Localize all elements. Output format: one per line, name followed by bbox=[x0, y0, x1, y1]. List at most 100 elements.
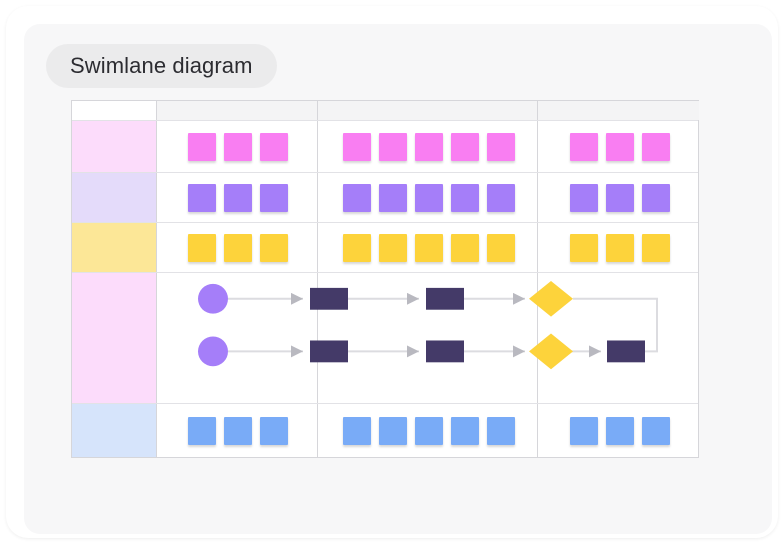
swatch-group bbox=[538, 416, 699, 445]
swatch[interactable] bbox=[641, 132, 670, 161]
diagram-panel: Swimlane diagram bbox=[24, 24, 772, 534]
page-title: Swimlane diagram bbox=[70, 53, 253, 78]
header-column-2 bbox=[318, 101, 538, 120]
swatch[interactable] bbox=[188, 416, 216, 445]
header-column-3 bbox=[538, 101, 699, 120]
lane-label-pink-top[interactable] bbox=[72, 121, 157, 172]
table-row bbox=[72, 223, 698, 273]
header-label-cell bbox=[72, 101, 157, 120]
swatch[interactable] bbox=[224, 233, 252, 262]
swatch[interactable] bbox=[378, 416, 407, 445]
lane-cell-blue-3[interactable] bbox=[538, 404, 699, 457]
start-node-top[interactable] bbox=[198, 283, 228, 314]
swatch[interactable] bbox=[260, 132, 288, 161]
swatch-group bbox=[538, 132, 699, 161]
lane-cell-pink-top-2[interactable] bbox=[318, 121, 538, 172]
swatch[interactable] bbox=[605, 233, 634, 262]
table-header-row bbox=[72, 101, 699, 121]
swatch[interactable] bbox=[569, 132, 598, 161]
swatch[interactable] bbox=[641, 183, 670, 212]
flowchart-svg bbox=[198, 280, 658, 370]
swatch[interactable] bbox=[605, 132, 634, 161]
swatch[interactable] bbox=[641, 233, 670, 262]
lane-cell-yellow-3[interactable] bbox=[538, 223, 699, 272]
swatch[interactable] bbox=[224, 132, 252, 161]
lane-label-pink-flow[interactable] bbox=[72, 273, 157, 403]
decision-node-bottom[interactable] bbox=[529, 333, 573, 370]
swatch-group bbox=[157, 416, 317, 445]
swatch-group bbox=[157, 183, 317, 212]
lane-cell-pink-top-1[interactable] bbox=[157, 121, 318, 172]
flowchart-cell[interactable] bbox=[157, 273, 699, 403]
swatch[interactable] bbox=[486, 183, 515, 212]
swatch[interactable] bbox=[378, 132, 407, 161]
swatch[interactable] bbox=[260, 233, 288, 262]
swatch[interactable] bbox=[188, 132, 216, 161]
swatch-group bbox=[157, 132, 317, 161]
lane-label-blue[interactable] bbox=[72, 404, 157, 457]
swatch[interactable] bbox=[414, 233, 443, 262]
lane-label-yellow[interactable] bbox=[72, 223, 157, 272]
lane-cell-lavender-3[interactable] bbox=[538, 173, 699, 222]
lane-cell-blue-1[interactable] bbox=[157, 404, 318, 457]
end-node-bottom[interactable] bbox=[607, 340, 645, 363]
swatch[interactable] bbox=[188, 233, 216, 262]
swatch[interactable] bbox=[378, 233, 407, 262]
swatch[interactable] bbox=[641, 416, 670, 445]
swatch[interactable] bbox=[569, 233, 598, 262]
swatch[interactable] bbox=[378, 183, 407, 212]
lane-cell-yellow-1[interactable] bbox=[157, 223, 318, 272]
table-row bbox=[72, 121, 698, 173]
swatch[interactable] bbox=[342, 416, 371, 445]
swatch[interactable] bbox=[569, 183, 598, 212]
process-node-2-top[interactable] bbox=[426, 287, 464, 310]
process-node-1-bottom[interactable] bbox=[310, 340, 348, 363]
lane-cell-pink-top-3[interactable] bbox=[538, 121, 699, 172]
table-row bbox=[72, 173, 698, 223]
table-row-flow bbox=[72, 273, 698, 404]
swatch[interactable] bbox=[260, 183, 288, 212]
lane-cell-blue-2[interactable] bbox=[318, 404, 538, 457]
swatch-group bbox=[538, 233, 699, 262]
swatch[interactable] bbox=[450, 132, 479, 161]
swatch[interactable] bbox=[224, 416, 252, 445]
swatch[interactable] bbox=[486, 233, 515, 262]
swatch[interactable] bbox=[450, 416, 479, 445]
column-divider-1 bbox=[317, 273, 318, 403]
swatch[interactable] bbox=[342, 183, 371, 212]
process-node-1-top[interactable] bbox=[310, 287, 348, 310]
swatch[interactable] bbox=[260, 416, 288, 445]
swatch[interactable] bbox=[224, 183, 252, 212]
swatch[interactable] bbox=[605, 416, 634, 445]
swatch[interactable] bbox=[414, 132, 443, 161]
swimlane-table bbox=[71, 100, 699, 458]
start-node-bottom[interactable] bbox=[198, 336, 228, 367]
swatch[interactable] bbox=[486, 416, 515, 445]
table-row bbox=[72, 404, 698, 457]
lane-cell-lavender-2[interactable] bbox=[318, 173, 538, 222]
swatch[interactable] bbox=[414, 183, 443, 212]
swatch-group bbox=[318, 183, 537, 212]
swatch[interactable] bbox=[342, 132, 371, 161]
swatch-group bbox=[318, 416, 537, 445]
lane-label-lavender[interactable] bbox=[72, 173, 157, 222]
swatch[interactable] bbox=[188, 183, 216, 212]
swatch-group bbox=[318, 233, 537, 262]
swatch-group bbox=[157, 233, 317, 262]
decision-node-top[interactable] bbox=[529, 280, 573, 317]
outer-card: Swimlane diagram bbox=[6, 6, 778, 538]
lane-cell-yellow-2[interactable] bbox=[318, 223, 538, 272]
swatch[interactable] bbox=[569, 416, 598, 445]
swatch[interactable] bbox=[450, 183, 479, 212]
page-title-pill[interactable]: Swimlane diagram bbox=[46, 44, 277, 88]
swatch-group bbox=[538, 183, 699, 212]
process-node-2-bottom[interactable] bbox=[426, 340, 464, 363]
swatch[interactable] bbox=[605, 183, 634, 212]
swatch[interactable] bbox=[486, 132, 515, 161]
header-column-1 bbox=[157, 101, 318, 120]
swatch[interactable] bbox=[450, 233, 479, 262]
lane-cell-lavender-1[interactable] bbox=[157, 173, 318, 222]
swatch[interactable] bbox=[414, 416, 443, 445]
swatch[interactable] bbox=[342, 233, 371, 262]
